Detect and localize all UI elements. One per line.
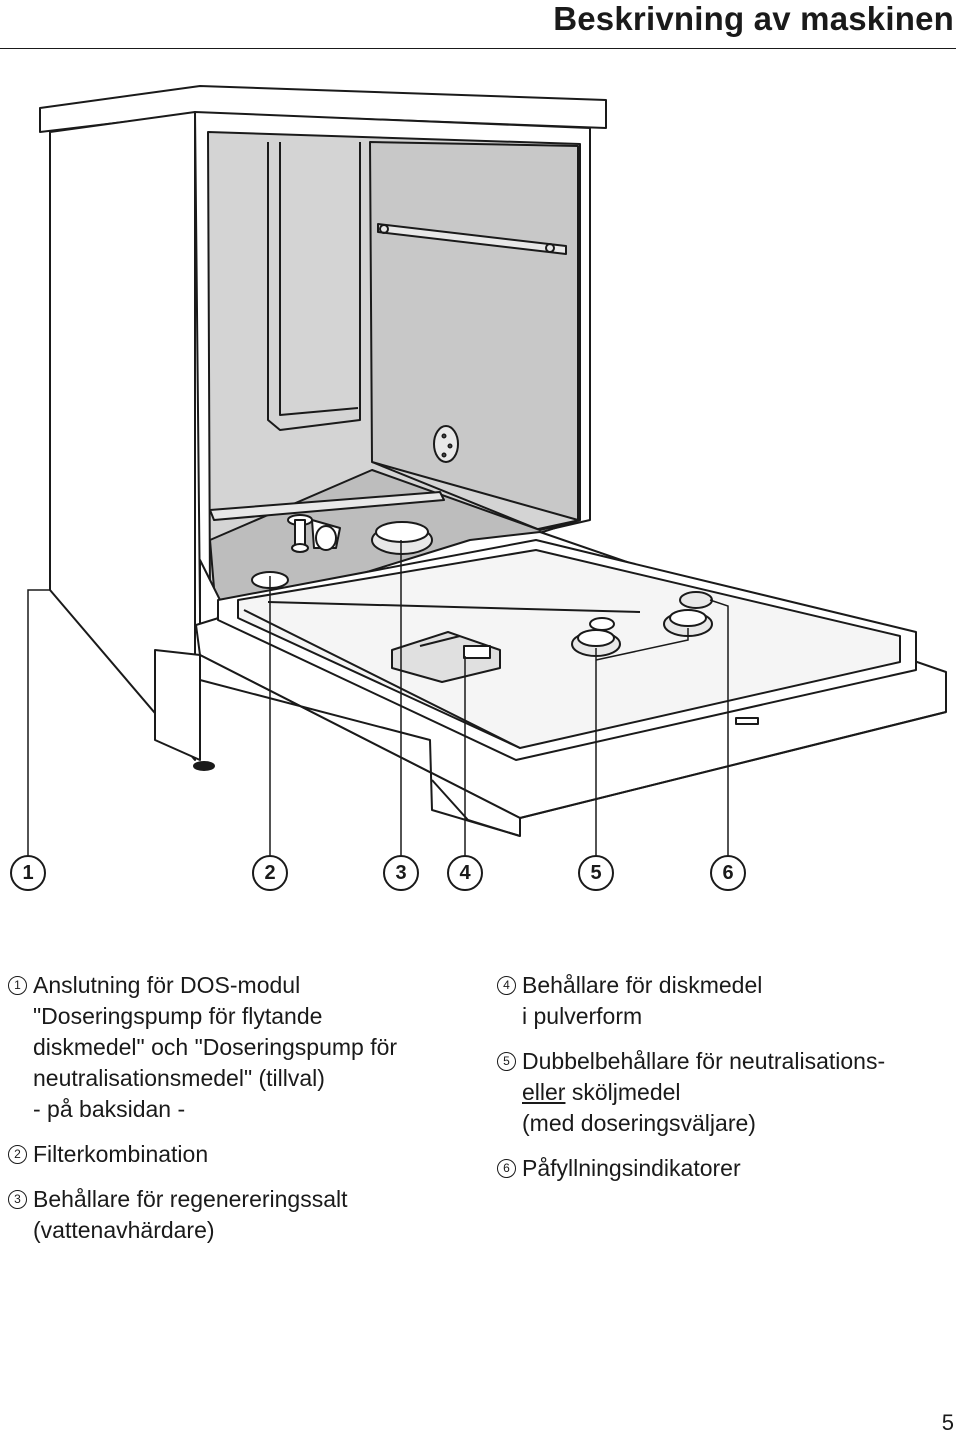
legend-text: sköljmedel [565,1079,681,1105]
legend-text: Anslutning för DOS-modul [33,972,301,998]
page-title: Beskrivning av maskinen [553,0,954,37]
callout-6: 6 [710,855,746,891]
legend-number-4: 4 [497,976,516,995]
legend-left: 1 Anslutning för DOS-modul "Doseringspum… [8,970,478,1260]
legend-text: i pulverform [522,1003,643,1029]
callout-2: 2 [252,855,288,891]
legend-text: Filterkombination [33,1141,209,1167]
legend-text: Påfyllningsindikatorer [522,1155,741,1181]
legend-number-1: 1 [8,976,27,995]
callout-1: 1 [10,855,46,891]
legend-text: Behållare för regenereringssalt [33,1186,348,1212]
legend-text: Dubbelbehållare för neutralisations- [522,1048,886,1074]
legend-text: diskmedel" och "Doseringspump för [33,1034,398,1060]
legend-text: - på baksidan - [33,1096,186,1122]
legend-item-6: 6 Påfyllningsindikatorer [497,1153,957,1184]
legend-text: (med doseringsväljare) [522,1110,756,1136]
legend-item-2: 2 Filterkombination [8,1139,478,1170]
legend-item-5: 5 Dubbelbehållare för neutralisations- e… [497,1046,957,1139]
legend-number-6: 6 [497,1159,516,1178]
header-divider [0,48,956,49]
legend-item-1: 1 Anslutning för DOS-modul "Doseringspum… [8,970,478,1125]
legend-number-3: 3 [8,1190,27,1209]
legend-number-5: 5 [497,1052,516,1071]
legend-text: "Doseringspump för flytande [33,1003,323,1029]
legend-text-mixed: eller sköljmedel [522,1077,957,1108]
legend-item-3: 3 Behållare för regenereringssalt (vatte… [8,1184,478,1246]
callout-5: 5 [578,855,614,891]
legend-text: (vattenavhärdare) [33,1217,215,1243]
legend-item-4: 4 Behållare för diskmedel i pulverform [497,970,957,1032]
legend-underlined-word: eller [522,1079,566,1105]
callout-4: 4 [447,855,483,891]
dishwasher-illustration [27,85,947,858]
legend-text: Behållare för diskmedel [522,972,763,998]
page-number: 5 [941,1410,954,1435]
legend-number-2: 2 [8,1145,27,1164]
legend-text: neutralisationsmedel" (tillval) [33,1065,325,1091]
callout-3: 3 [383,855,419,891]
legend-right: 4 Behållare för diskmedel i pulverform 5… [497,970,957,1198]
